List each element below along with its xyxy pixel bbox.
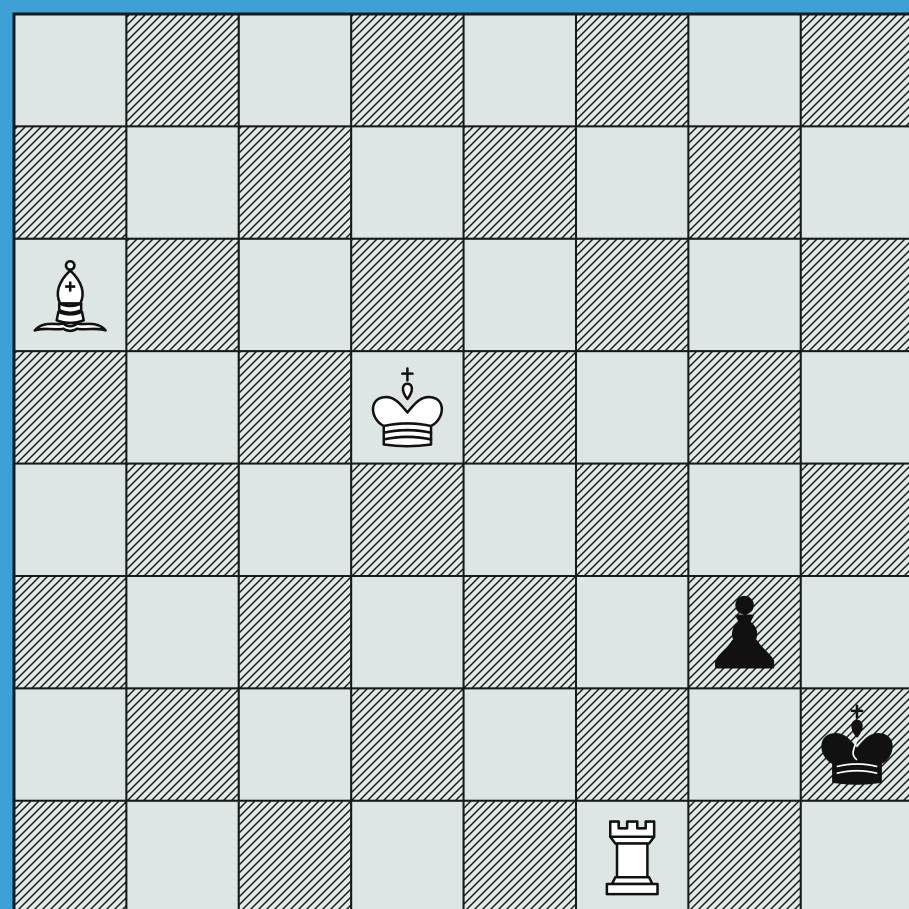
square-b8[interactable]	[126, 14, 238, 126]
square-d7[interactable]	[351, 126, 463, 238]
square-g5[interactable]	[688, 351, 800, 463]
squares-layer	[14, 14, 909, 909]
square-b1[interactable]	[126, 801, 238, 909]
square-f5[interactable]	[576, 351, 688, 463]
square-e2[interactable]	[464, 688, 576, 800]
square-f8[interactable]	[576, 14, 688, 126]
square-d4[interactable]	[351, 464, 463, 576]
square-h8[interactable]	[801, 14, 909, 126]
square-b5[interactable]	[126, 351, 238, 463]
square-e7[interactable]	[464, 126, 576, 238]
square-e6[interactable]	[464, 239, 576, 351]
square-d2[interactable]	[351, 688, 463, 800]
square-f7[interactable]	[576, 126, 688, 238]
square-c2[interactable]	[239, 688, 351, 800]
square-a4[interactable]	[14, 464, 126, 576]
square-c5[interactable]	[239, 351, 351, 463]
square-g1[interactable]	[688, 801, 800, 909]
square-h5[interactable]	[801, 351, 909, 463]
square-c7[interactable]	[239, 126, 351, 238]
square-f6[interactable]	[576, 239, 688, 351]
square-e1[interactable]	[464, 801, 576, 909]
square-h3[interactable]	[801, 576, 909, 688]
square-g7[interactable]	[688, 126, 800, 238]
square-d6[interactable]	[351, 239, 463, 351]
square-b6[interactable]	[126, 239, 238, 351]
square-e8[interactable]	[464, 14, 576, 126]
square-f3[interactable]	[576, 576, 688, 688]
square-h4[interactable]	[801, 464, 909, 576]
square-c6[interactable]	[239, 239, 351, 351]
square-e4[interactable]	[464, 464, 576, 576]
square-c4[interactable]	[239, 464, 351, 576]
square-e3[interactable]	[464, 576, 576, 688]
square-d1[interactable]	[351, 801, 463, 909]
square-a5[interactable]	[14, 351, 126, 463]
square-d8[interactable]	[351, 14, 463, 126]
square-b3[interactable]	[126, 576, 238, 688]
square-c1[interactable]	[239, 801, 351, 909]
square-b2[interactable]	[126, 688, 238, 800]
square-a2[interactable]	[14, 688, 126, 800]
square-e5[interactable]	[464, 351, 576, 463]
square-a8[interactable]	[14, 14, 126, 126]
square-a1[interactable]	[14, 801, 126, 909]
square-a3[interactable]	[14, 576, 126, 688]
square-b4[interactable]	[126, 464, 238, 576]
square-c3[interactable]	[239, 576, 351, 688]
square-g6[interactable]	[688, 239, 800, 351]
square-h1[interactable]	[801, 801, 909, 909]
square-h6[interactable]	[801, 239, 909, 351]
square-g2[interactable]	[688, 688, 800, 800]
square-g8[interactable]	[688, 14, 800, 126]
square-a7[interactable]	[14, 126, 126, 238]
square-b7[interactable]	[126, 126, 238, 238]
square-f4[interactable]	[576, 464, 688, 576]
square-d3[interactable]	[351, 576, 463, 688]
square-c8[interactable]	[239, 14, 351, 126]
square-h7[interactable]	[801, 126, 909, 238]
square-g4[interactable]	[688, 464, 800, 576]
square-f2[interactable]	[576, 688, 688, 800]
